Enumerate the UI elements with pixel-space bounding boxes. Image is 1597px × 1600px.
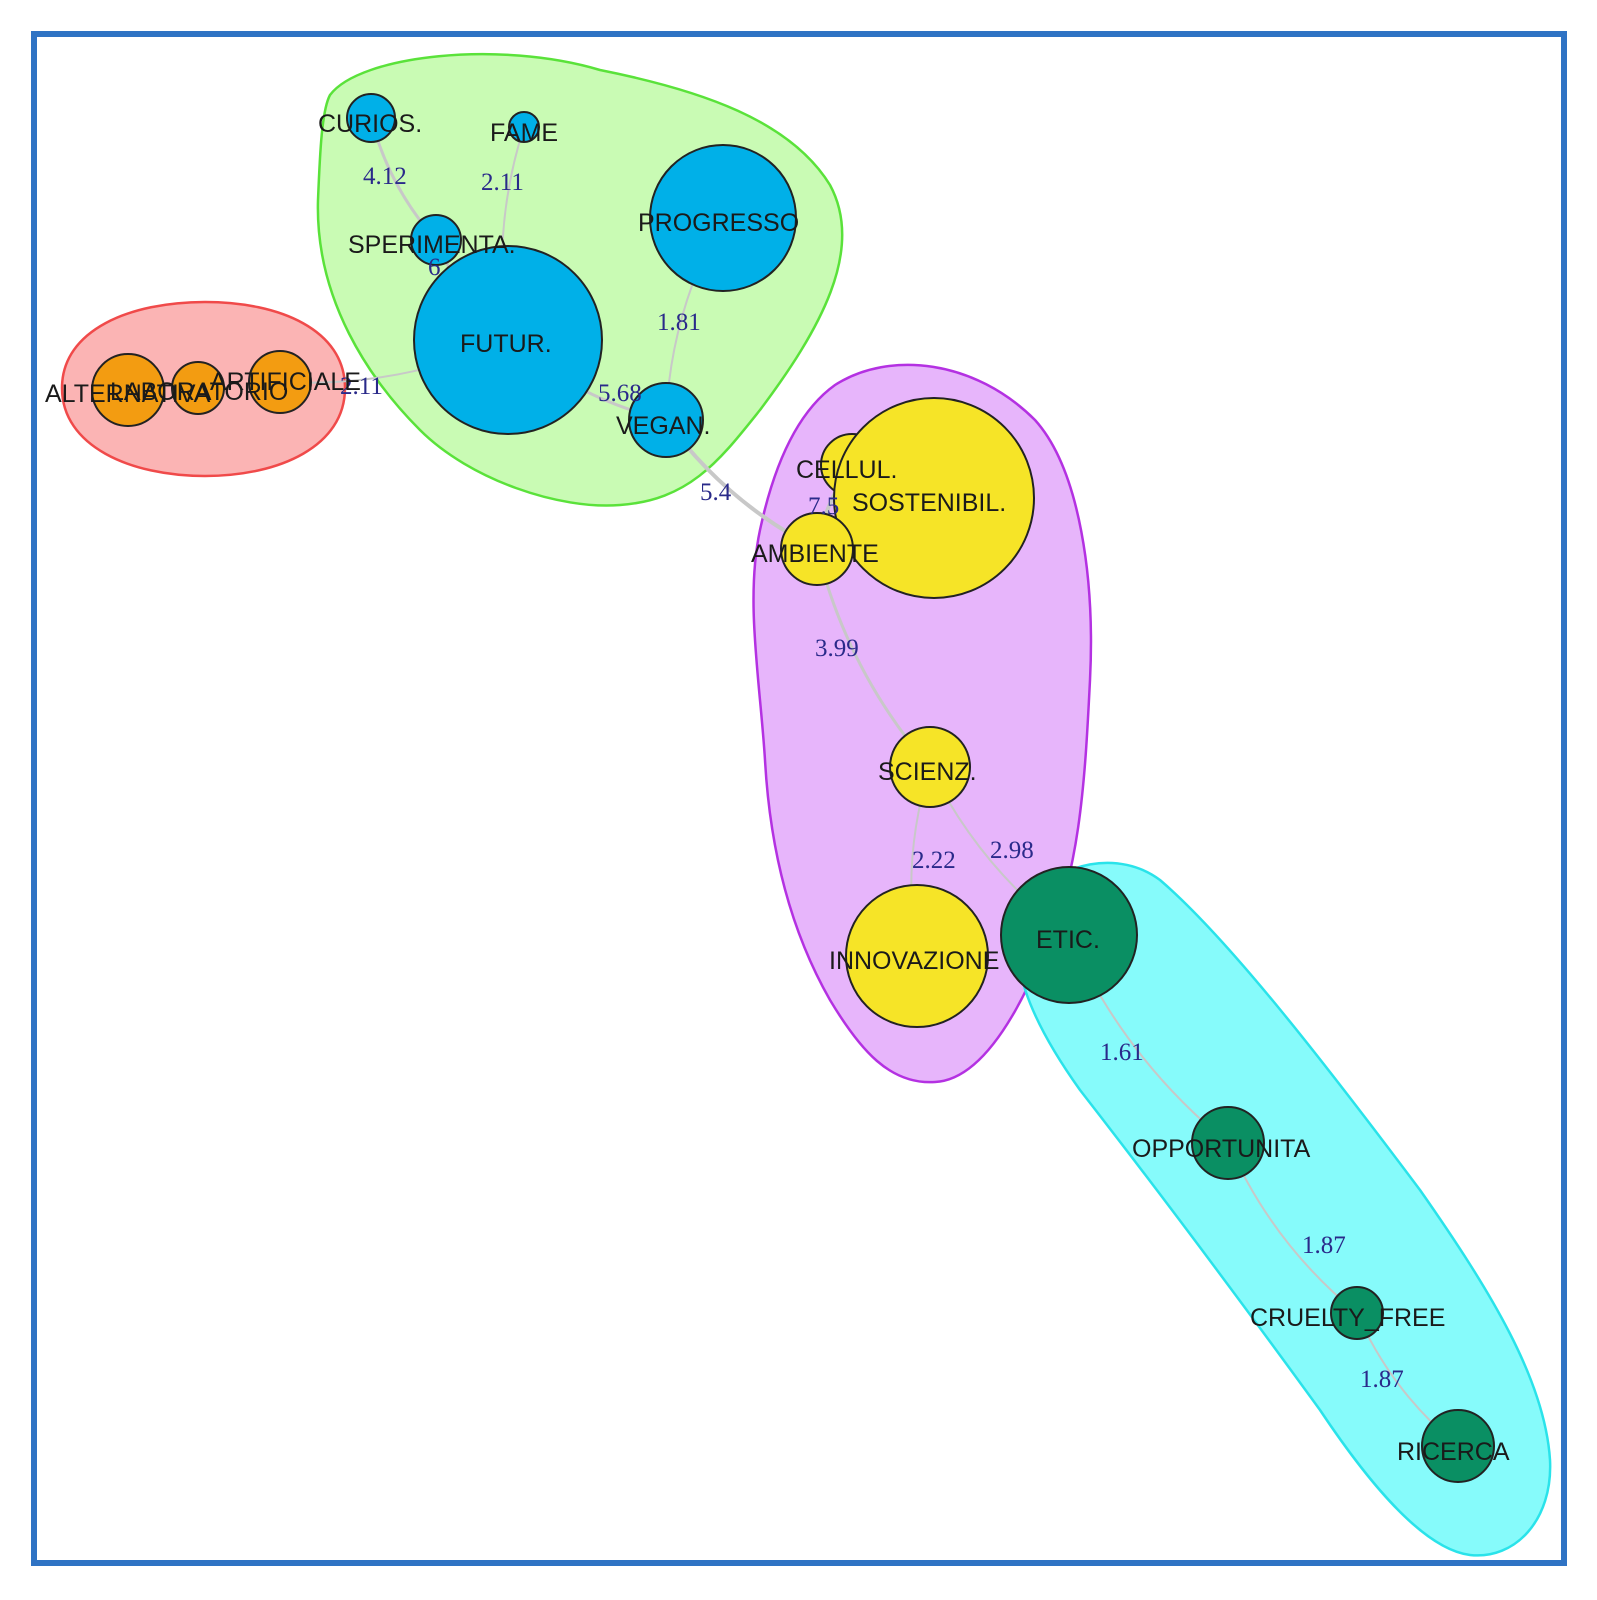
edge-label-layer: 2.11 4.12 2.11 6 1.81 5.68 5.4 7.5 3.99 2.22 2.98 1…	[340, 163, 1404, 1393]
edge-weight-label: 5.68	[598, 380, 642, 407]
node-label-curios: CURIOS.	[318, 110, 422, 138]
node-etic	[1000, 866, 1138, 1004]
node-label-sostenibil: SOSTENIBIL.	[852, 489, 1006, 517]
node-vegan	[628, 382, 704, 458]
edge-weight-label: 1.87	[1360, 1366, 1404, 1393]
node-layer	[91, 93, 1495, 1483]
node-fame	[508, 111, 540, 143]
edge-weight-label: 1.61	[1100, 1039, 1144, 1066]
node-label-artificiale: ARTIFICIALE	[210, 368, 361, 396]
node-label-cruelty_free: CRUELTY_FREE	[1250, 1304, 1445, 1332]
node-cruelty_free	[1330, 1286, 1384, 1340]
edge-weight-label: 4.12	[363, 163, 407, 190]
edge-weight-label: 2.98	[990, 837, 1034, 864]
node-label-vegan: VEGAN.	[616, 412, 710, 440]
edge-weight-label: 5.4	[700, 479, 732, 506]
node-innovazione	[845, 884, 989, 1028]
node-progresso	[649, 144, 797, 292]
node-label-ricerca: RICERCA	[1397, 1438, 1510, 1466]
node-ambiente	[780, 512, 854, 586]
node-label-cellul: CELLUL.	[796, 456, 897, 484]
node-alternativa	[91, 353, 165, 427]
cluster-hull-cyan	[1015, 861, 1552, 1557]
node-label-sperimenta: SPERIMENTA.	[348, 231, 516, 259]
edge-weight-label: 2.22	[912, 847, 956, 874]
node-sperimenta	[410, 214, 462, 266]
node-label-alternativa: ALTERNATIVA	[45, 380, 211, 408]
edge-weight-label: 1.87	[1302, 1232, 1346, 1259]
node-curios	[346, 93, 396, 143]
node-artificiale	[248, 350, 312, 414]
edge-weight-label: 2.11	[481, 169, 524, 196]
node-label-futur: FUTUR.	[460, 330, 552, 358]
edge-weight-label: 2.11	[340, 373, 383, 400]
node-ricerca	[1421, 1409, 1495, 1483]
node-label-innovazione: INNOVAZIONE	[829, 947, 999, 975]
node-label-progresso: PROGRESSO	[638, 209, 799, 237]
node-sostenibil	[833, 397, 1035, 599]
node-label-ambiente: AMBIENTE	[751, 540, 879, 568]
node-laboratorio	[171, 361, 225, 415]
edge-weight-label: 6	[428, 254, 441, 281]
node-opportunita	[1191, 1106, 1265, 1180]
node-label-etic: ETIC.	[1036, 926, 1100, 954]
node-label-scienz: SCIENZ.	[878, 758, 977, 786]
node-scienz	[889, 726, 971, 808]
node-futur	[413, 245, 603, 435]
edge-weight-label: 7.5	[808, 493, 839, 520]
edge-weight-label: 1.81	[657, 309, 701, 336]
node-label-opportunita: OPPORTUNITA	[1132, 1135, 1311, 1163]
node-label-laboratorio: LABORATORIO	[110, 378, 288, 406]
node-label-fame: FAME	[490, 119, 558, 147]
edge-weight-label: 3.99	[815, 635, 859, 662]
